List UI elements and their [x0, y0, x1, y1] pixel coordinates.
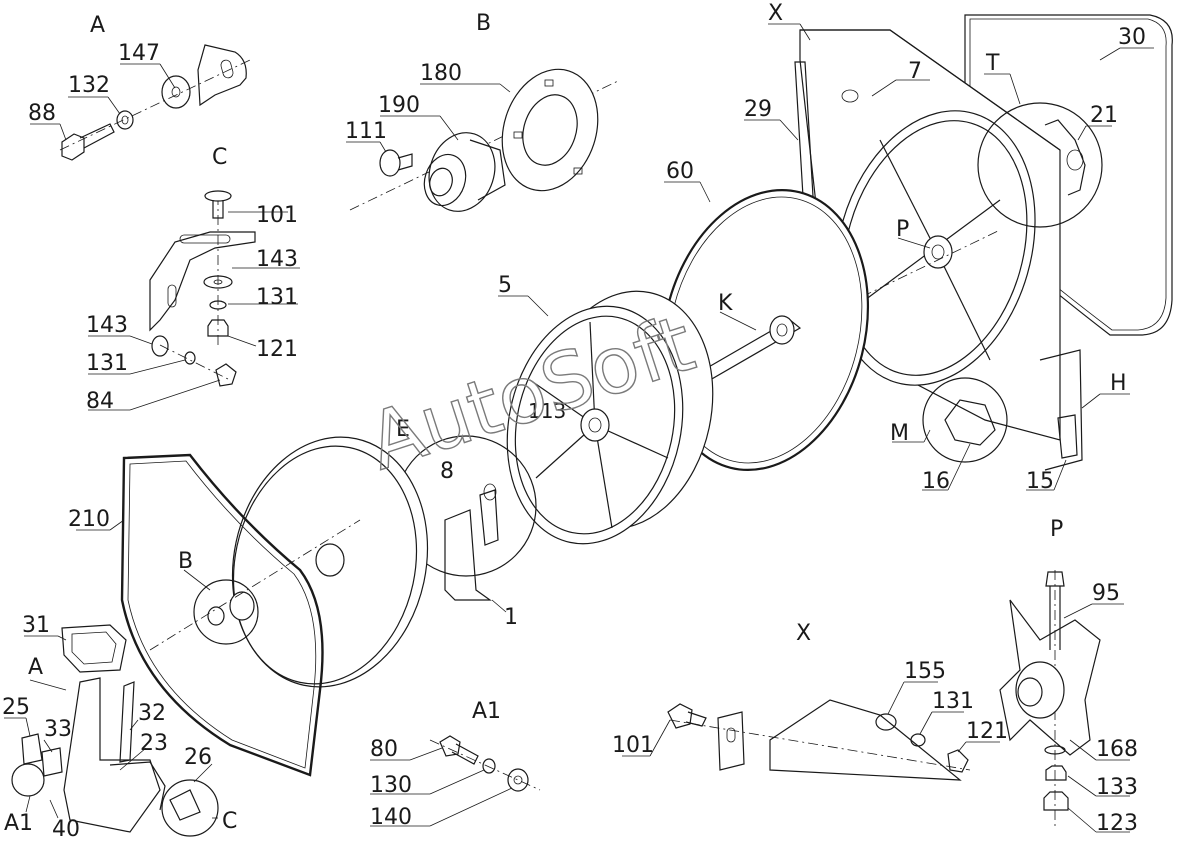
callout-80: 80 [370, 737, 398, 762]
view-x-bracket-set: X 101 155 131 121 [612, 621, 1008, 781]
callout-1: 1 [504, 605, 518, 630]
callout-m: M [890, 421, 909, 446]
view-title-p: P [1050, 517, 1063, 542]
callout-88: 88 [28, 101, 56, 126]
rear-frame-callouts: X 7 29 30 T 21 P M 16 H 15 [744, 1, 1154, 494]
callout-a-stand: A [28, 655, 43, 680]
callout-k: K [718, 291, 733, 316]
view-title-b: B [476, 11, 491, 36]
callout-40: 40 [52, 817, 80, 842]
callout-26: 26 [184, 745, 212, 770]
view-title-a: A [90, 13, 105, 38]
callout-7: 7 [908, 59, 922, 84]
view-a1-fastener-set: A1 80 130 140 [370, 699, 541, 830]
callout-8: 8 [440, 459, 454, 484]
callout-180: 180 [420, 61, 462, 86]
callout-111: 111 [345, 119, 387, 144]
callout-131-c: 131 [256, 285, 298, 310]
callout-123: 123 [1096, 811, 1138, 836]
callout-p-main: P [896, 217, 909, 242]
callout-140: 140 [370, 805, 412, 830]
callout-29: 29 [744, 97, 772, 122]
callout-31: 31 [22, 613, 50, 638]
view-title-a1: A1 [472, 699, 501, 724]
callout-210: 210 [68, 507, 110, 532]
stand-assembly: 31 A 25 33 32 23 26 A1 40 C [2, 613, 237, 842]
front-cover-assembly: 210 B [68, 436, 429, 777]
callout-113: 113 [528, 399, 566, 423]
view-a-fastener-set: A 147 132 88 [28, 13, 251, 161]
callout-147: 147 [118, 41, 160, 66]
callout-c-stand: C [222, 809, 237, 834]
callout-23: 23 [140, 731, 168, 756]
callout-190: 190 [378, 93, 420, 118]
callout-25: 25 [2, 695, 30, 720]
callout-h: H [1110, 371, 1127, 396]
callout-121-x: 121 [966, 719, 1008, 744]
callout-131-left: 131 [86, 351, 128, 376]
view-c-bracket-set: C 101 143 131 121 [86, 145, 300, 414]
callout-e: E [396, 417, 410, 442]
disc-60: 60 K [660, 159, 870, 471]
view-title-c: C [212, 145, 227, 170]
callout-130: 130 [370, 773, 412, 798]
callout-121-c: 121 [256, 337, 298, 362]
view-b-bearing-set: B 180 190 111 [345, 11, 621, 212]
callout-t: T [985, 51, 1000, 76]
callout-155: 155 [904, 659, 946, 684]
callout-131-x: 131 [932, 689, 974, 714]
callout-30: 30 [1118, 25, 1146, 50]
drum-5: 5 113 [498, 273, 714, 545]
callout-a1-stand: A1 [4, 811, 33, 836]
view-title-x: X [796, 621, 811, 646]
callout-143-left: 143 [86, 313, 128, 338]
callout-21: 21 [1090, 103, 1118, 128]
callout-132: 132 [68, 73, 110, 98]
callout-15: 15 [1026, 469, 1054, 494]
callout-133: 133 [1096, 775, 1138, 800]
callout-60: 60 [666, 159, 694, 184]
callout-101-x: 101 [612, 733, 654, 758]
callout-x-top: X [768, 1, 783, 26]
callout-16: 16 [922, 469, 950, 494]
callout-168: 168 [1096, 737, 1138, 762]
callout-b-hub: B [178, 549, 193, 574]
callout-143-c: 143 [256, 247, 298, 272]
callout-101-c: 101 [256, 203, 298, 228]
view-p-hub-set: P 95 168 133 123 [999, 517, 1138, 836]
callout-32: 32 [138, 701, 166, 726]
callout-84: 84 [86, 389, 114, 414]
callout-95: 95 [1092, 581, 1120, 606]
callout-33: 33 [44, 717, 72, 742]
callout-5: 5 [498, 273, 512, 298]
